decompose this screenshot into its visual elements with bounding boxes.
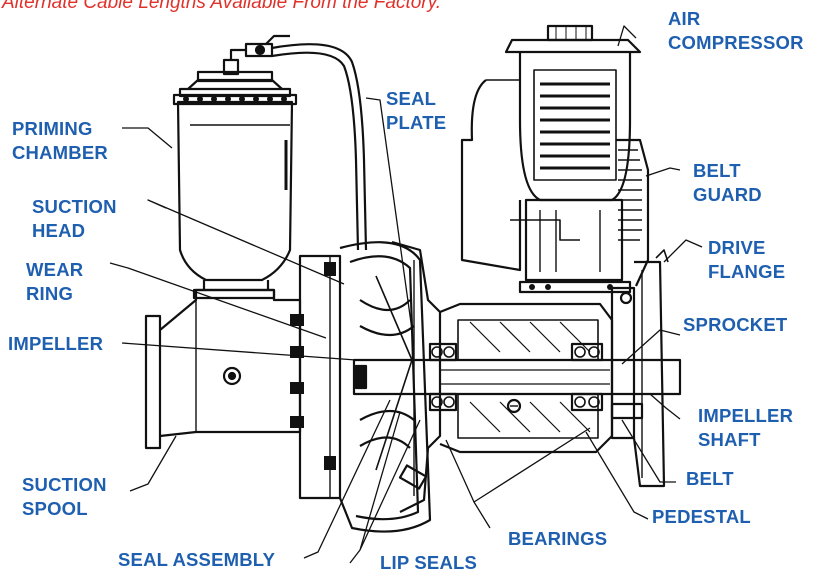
label-wear-ring: WEAR RING	[26, 259, 84, 304]
suction-spool-drawing	[144, 288, 302, 450]
label-suction-head: SUCTION HEAD	[32, 196, 117, 241]
leader-lines	[109, 25, 703, 564]
label-air-compressor: AIR COMPRESSOR	[668, 8, 804, 53]
belt-guard-drawing	[616, 138, 650, 287]
seal-plate-drawing	[391, 240, 442, 513]
label-sprocket: SPROCKET	[683, 314, 788, 335]
label-bearings: BEARINGS	[508, 528, 608, 549]
label-belt-guard: BELT GUARD	[693, 160, 762, 205]
label-seal-assembly: SEAL ASSEMBLY	[118, 549, 276, 570]
label-drive-flange: DRIVE FLANGE	[708, 237, 786, 282]
label-priming-chamber: PRIMING CHAMBER	[12, 118, 108, 163]
priming-chamber-drawing	[172, 34, 298, 300]
air-compressor-drawing	[460, 24, 642, 294]
label-lip-seals: LIP SEALS	[380, 552, 478, 573]
label-impeller: IMPELLER	[8, 333, 104, 354]
air-hose-drawing	[271, 43, 368, 251]
factory-note: Alternate Cable Lengths Available From t…	[2, 0, 441, 13]
label-suction-spool: SUCTION SPOOL	[22, 474, 107, 519]
label-pedestal: PEDESTAL	[652, 506, 751, 527]
drive-flange-drawing	[610, 249, 669, 488]
bearings-drawing	[428, 342, 604, 412]
label-seal-plate: SEAL PLATE	[386, 88, 447, 133]
label-impeller-shaft: IMPELLER SHAFT	[698, 405, 794, 450]
label-belt: BELT	[686, 468, 734, 489]
